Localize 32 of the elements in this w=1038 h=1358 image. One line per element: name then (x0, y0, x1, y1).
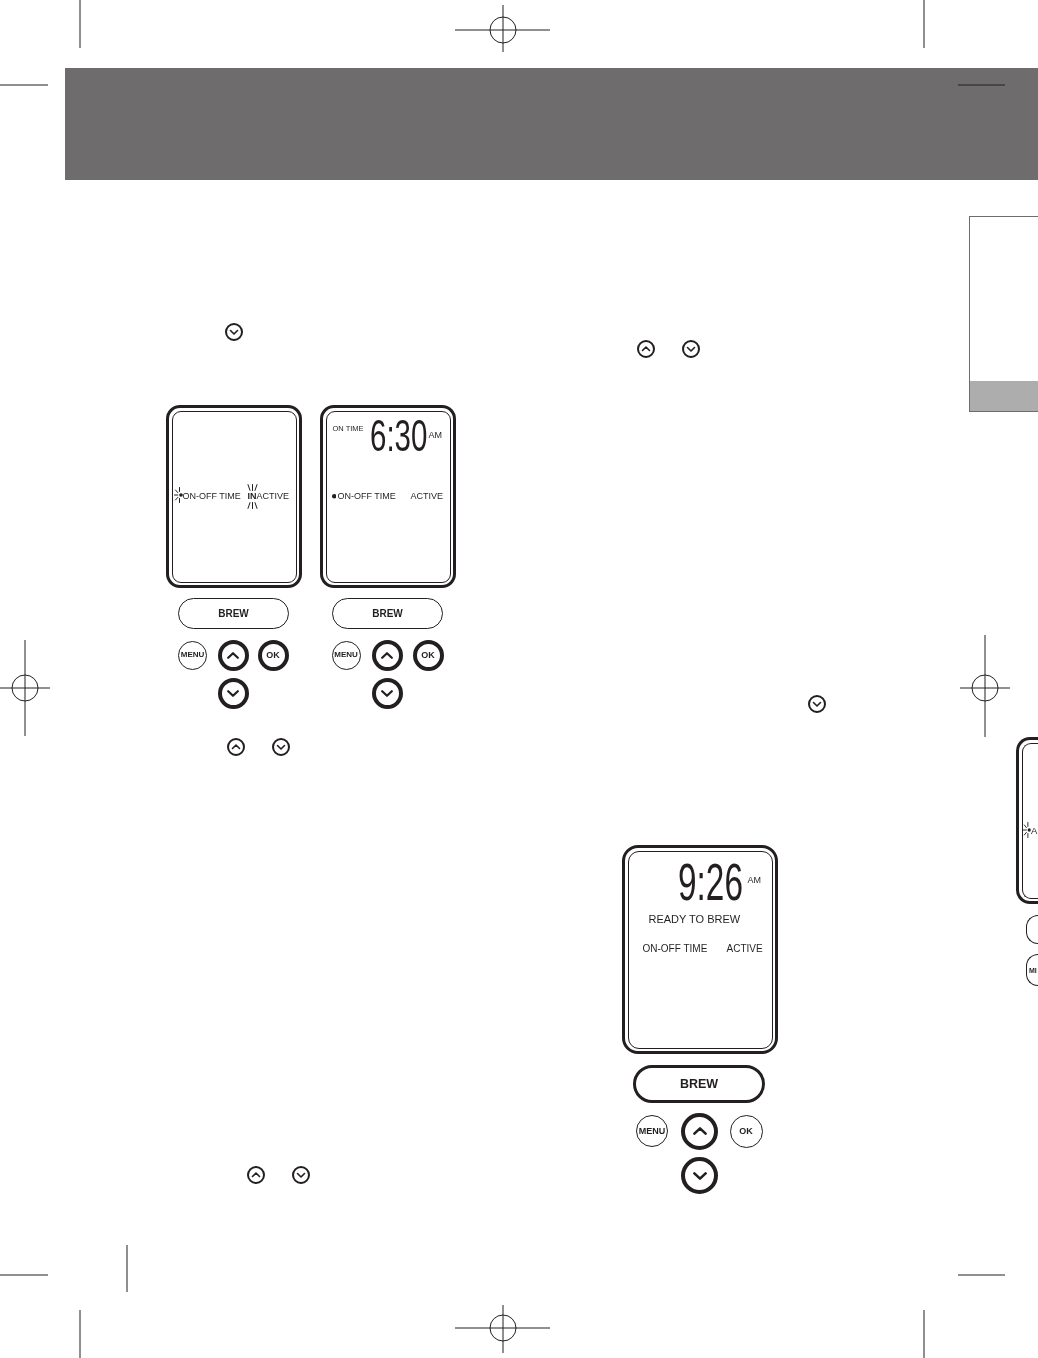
ok-button: OK (257, 639, 289, 671)
up-button (371, 639, 403, 671)
time-digits: 6:30 (369, 413, 427, 458)
cropped-lcd-display (1016, 737, 1038, 904)
brew-button: BREW (332, 598, 443, 629)
mode-label: ON-OFF TIME (182, 491, 241, 501)
mode-label: ON-OFF TIME (642, 943, 708, 954)
status-label: ACTIVE (410, 491, 443, 501)
lcd-display (166, 405, 302, 588)
mode-label: ON-OFF TIME (337, 491, 396, 501)
am-label: AM (747, 875, 761, 885)
am-label: AM (428, 430, 442, 440)
status-label: ACTIVE (726, 943, 763, 954)
lcd-display (622, 845, 778, 1054)
up-button (217, 639, 249, 671)
menu-button: MENU (636, 1115, 668, 1147)
down-button (681, 1157, 718, 1194)
brew-button: BREW (633, 1065, 765, 1103)
ok-button: OK (412, 639, 444, 671)
up-button (681, 1112, 718, 1150)
brew-button: BREW (178, 598, 289, 629)
cropped-button (1026, 915, 1038, 944)
menu-button: MENU (178, 640, 207, 670)
message-text: READY TO BREW (648, 913, 741, 925)
down-button (217, 677, 249, 709)
ok-button: OK (729, 1114, 763, 1148)
status-label: INACTIVE (247, 491, 289, 501)
lcd-display (320, 405, 456, 588)
time-digits: 9:26 (677, 855, 743, 908)
status-label: A (1031, 825, 1038, 835)
down-button (371, 677, 403, 709)
menu-button: MENU (331, 640, 361, 670)
